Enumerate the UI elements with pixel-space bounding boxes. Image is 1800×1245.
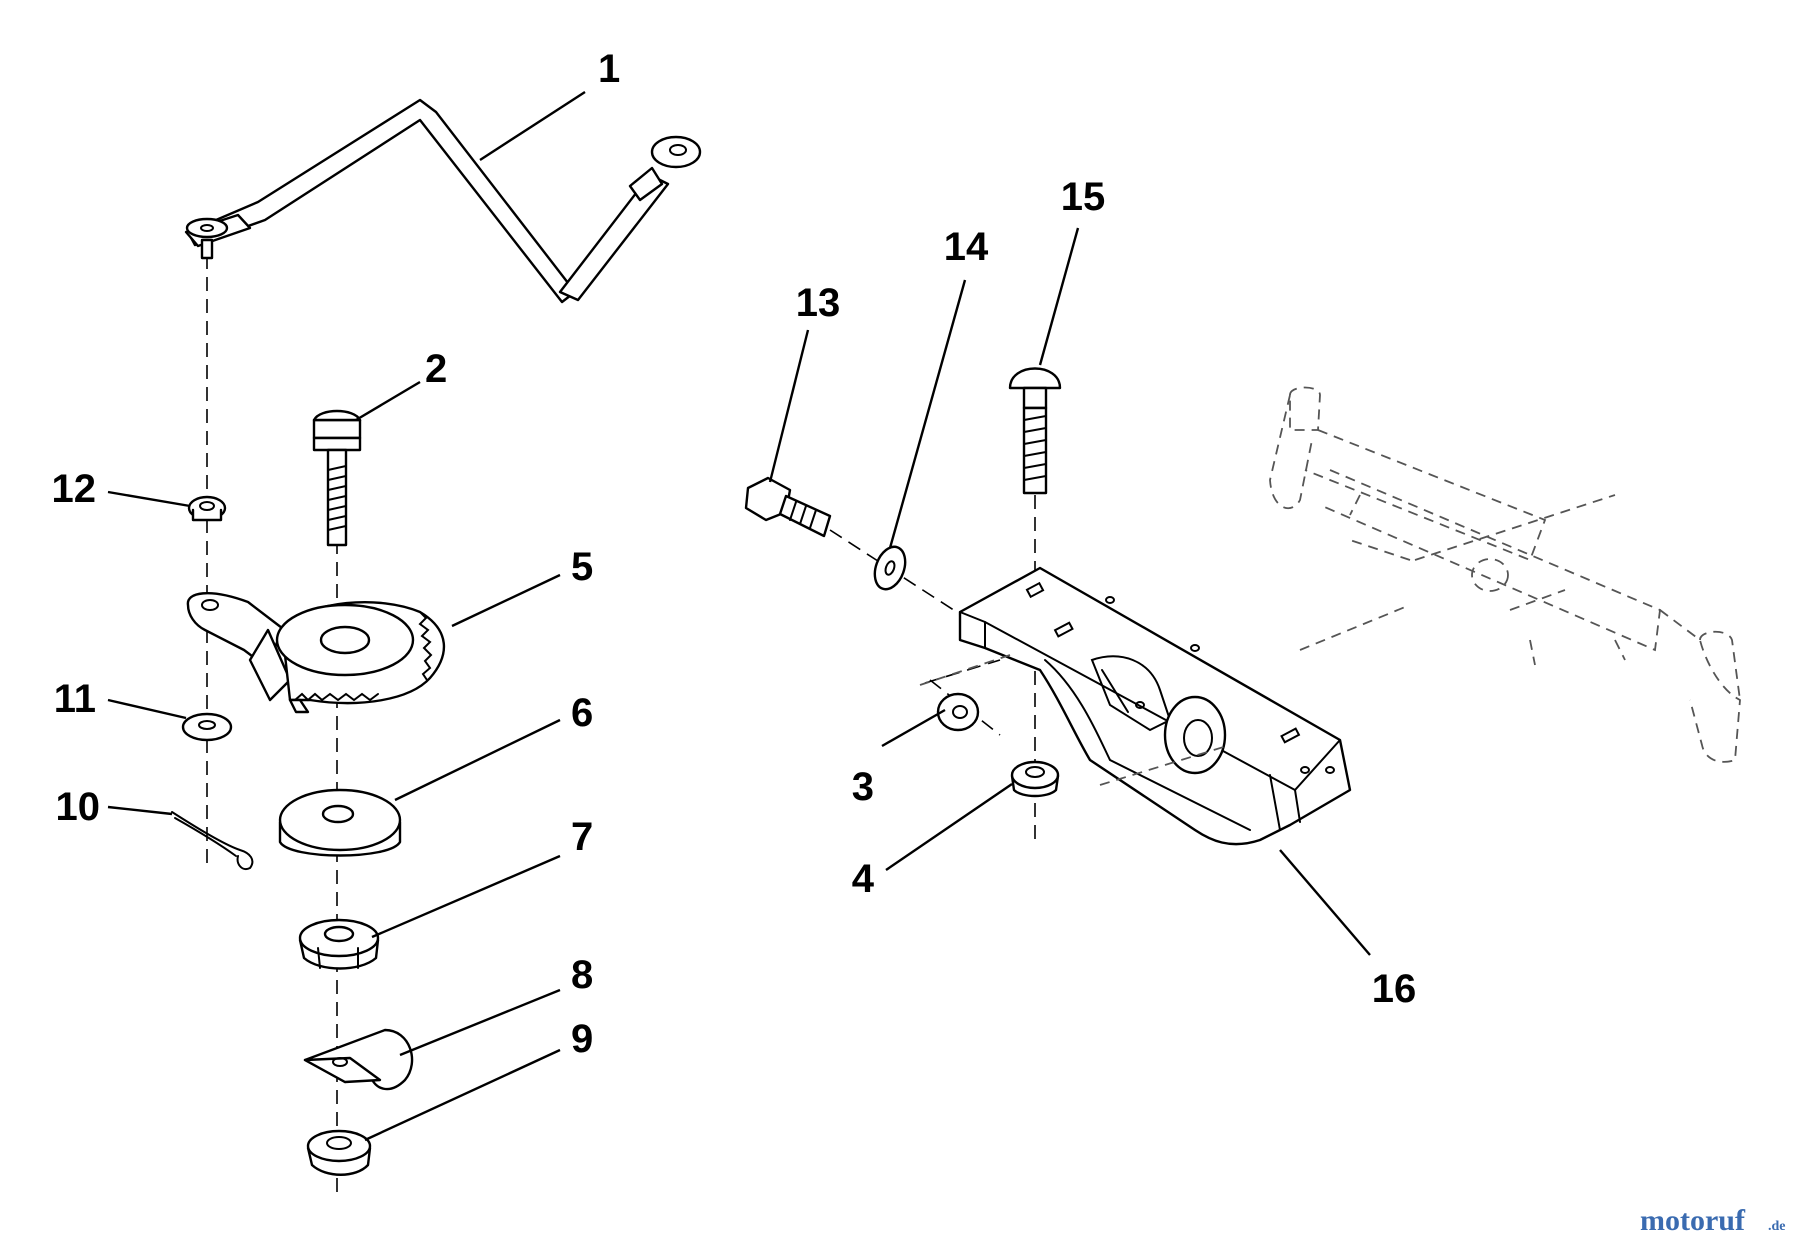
leader-1	[479, 90, 586, 162]
leader-16	[1279, 849, 1371, 956]
part-14-washer	[873, 545, 907, 591]
part-7-hex-nut	[298, 918, 380, 970]
callout-1: 1	[598, 47, 620, 91]
watermark-logo: motoruf .de	[1640, 1204, 1786, 1237]
part-1-drag-link	[184, 98, 702, 304]
part-10-cotter-pin	[171, 811, 254, 870]
leader-lines	[107, 90, 1371, 1142]
leader-2	[355, 380, 421, 422]
callout-8: 8	[571, 953, 593, 997]
callout-3: 3	[852, 765, 874, 809]
callout-14: 14	[944, 225, 989, 269]
part-12-flange-nut	[187, 495, 227, 522]
part-4-nut	[1010, 760, 1060, 798]
callout-15: 15	[1061, 175, 1106, 219]
part-15-carriage-bolt	[1008, 367, 1062, 495]
leader-5	[451, 573, 561, 628]
callout-labels: 1 2 3 4 5 6 7 8 9 10 11 12 13 14 15 16	[52, 47, 1417, 1061]
part-16-bracket	[958, 566, 1352, 846]
leader-7	[371, 854, 561, 939]
callout-13: 13	[796, 281, 841, 325]
callout-5: 5	[571, 545, 593, 589]
part-6-spacer	[278, 788, 402, 857]
leader-6	[394, 718, 561, 802]
part-9-hex-nut	[306, 1129, 372, 1176]
callout-6: 6	[571, 691, 593, 735]
part-8-clamp	[303, 1028, 414, 1091]
leader-12	[107, 490, 191, 508]
watermark-suffix: .de	[1768, 1219, 1786, 1234]
part-2-hex-bolt	[312, 409, 362, 547]
part-5-sector-gear	[186, 592, 445, 714]
callout-2: 2	[425, 347, 447, 391]
leader-13	[768, 329, 810, 483]
axis-bolt-13	[829, 529, 1001, 641]
callout-11: 11	[54, 677, 96, 721]
callout-7: 7	[571, 815, 593, 859]
part-3-nut	[936, 692, 980, 732]
leader-10	[107, 805, 173, 816]
callout-4: 4	[852, 857, 875, 901]
leader-9	[364, 1048, 561, 1142]
leader-14	[888, 279, 967, 549]
part-13-hex-bolt	[744, 476, 832, 538]
leader-4	[885, 783, 1013, 871]
callout-12: 12	[52, 467, 97, 511]
phantom-front-axle	[919, 386, 1741, 786]
callout-9: 9	[571, 1017, 593, 1061]
leader-11	[107, 698, 187, 720]
leader-3	[881, 708, 946, 748]
part-11-washer	[181, 712, 233, 742]
callout-16: 16	[1372, 967, 1417, 1011]
watermark-text: motoruf	[1640, 1204, 1746, 1237]
leader-8	[399, 988, 561, 1057]
callout-10: 10	[56, 785, 101, 829]
leader-15	[1038, 227, 1080, 366]
